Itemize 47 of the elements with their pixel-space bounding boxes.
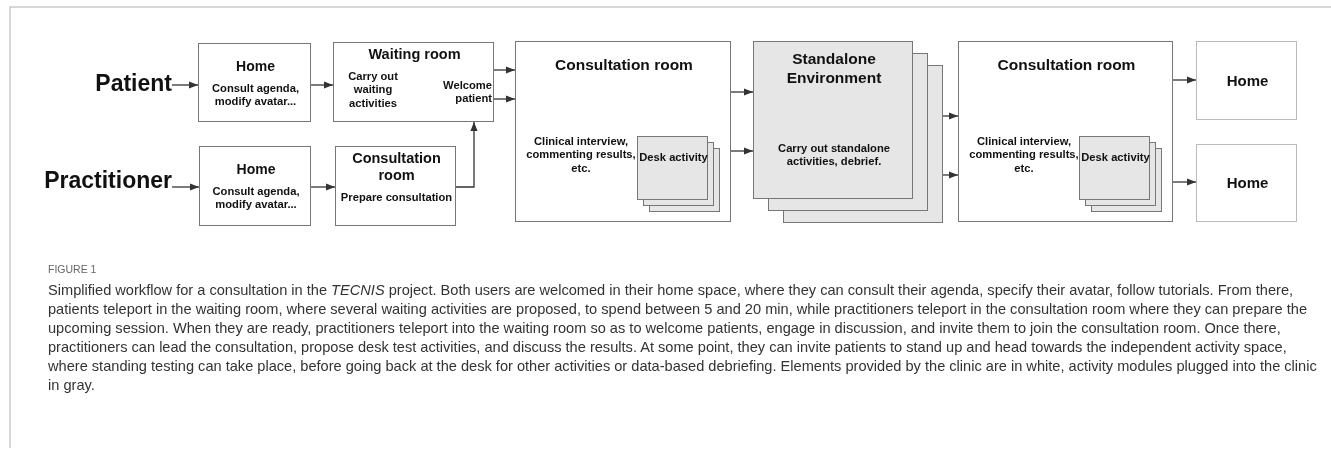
arrow [493, 95, 516, 103]
actor-label: Patient [94, 70, 172, 98]
activity-module-box [753, 41, 913, 199]
box-title: Desk activity [1080, 151, 1151, 165]
box-description: Consult agenda, modify avatar... [211, 185, 301, 212]
arrow [171, 81, 199, 89]
actor-label: Practitioner [43, 167, 172, 195]
arrow [730, 88, 754, 96]
box-title: Home [235, 161, 277, 178]
box-title: Home [235, 58, 276, 75]
box-title: Home [1225, 72, 1270, 90]
arrow [493, 66, 516, 74]
room-box [333, 42, 494, 122]
activity-module-box [1079, 136, 1150, 200]
box-title: Standalone Environment [785, 50, 883, 88]
room-box [1196, 41, 1297, 120]
arrow [310, 183, 336, 191]
figure-label: FIGURE 1 [48, 263, 97, 275]
box-title: Desk activity [638, 151, 709, 165]
arrow [1172, 178, 1197, 186]
activity-module-box [637, 136, 708, 200]
room-box [335, 146, 456, 226]
box-title: Waiting room [367, 46, 462, 64]
box-description: Carry out standalone activities, debrief. [777, 142, 891, 169]
arrow [455, 121, 478, 188]
arrow [730, 147, 754, 155]
room-box [199, 146, 311, 226]
arrow [1172, 76, 1197, 84]
box-title: Consultation room [554, 56, 694, 75]
room-box [515, 41, 731, 222]
box-description: Consult agenda, modify avatar... [211, 82, 300, 109]
arrow [171, 183, 200, 191]
arrow [942, 171, 959, 179]
box-description: Clinical interview, commenting results, etc. [526, 135, 636, 176]
room-box [1196, 144, 1297, 222]
room-box [958, 41, 1173, 222]
box-title: Consultation room [996, 56, 1137, 75]
box-description: Clinical interview, commenting results, etc. [969, 135, 1079, 176]
figure-caption: Simplified workflow for a consultation in the TECNIS project. Both users are welcomed in their home space, where they can consult their agenda, specify their avatar, follow tutorials. From there, patients teleport in the waiting room, where several waiting activities are proposed, to spend between 5 and 20 min, while practitioners teleport in the consultation room where they can prepare the upcoming session. When they are ready, practitioners teleport into the waiting room so as to welcome patients, engage in discussion, and invite them to join the consultation room. Once there, practitioners can lead the consultation, propose desk test activities, and discuss the results. At some point, they can invite patients to stand up and head towards the independent activity space, where standing testing can take place, before going back at the desk for other activities or data-based debriefing. Elements provided by the clinic are in white, activity modules plugged into the clinic in gray. [48, 281, 1318, 396]
arrow [942, 112, 959, 120]
box-title: Home [1225, 174, 1270, 192]
room-box [198, 43, 311, 122]
box-description: Welcome patient [442, 79, 492, 106]
box-description: Prepare consultation [339, 191, 454, 205]
box-title: Consultation room [351, 150, 442, 185]
box-description: Carry out waiting activities [347, 70, 399, 111]
arrow [310, 81, 334, 89]
